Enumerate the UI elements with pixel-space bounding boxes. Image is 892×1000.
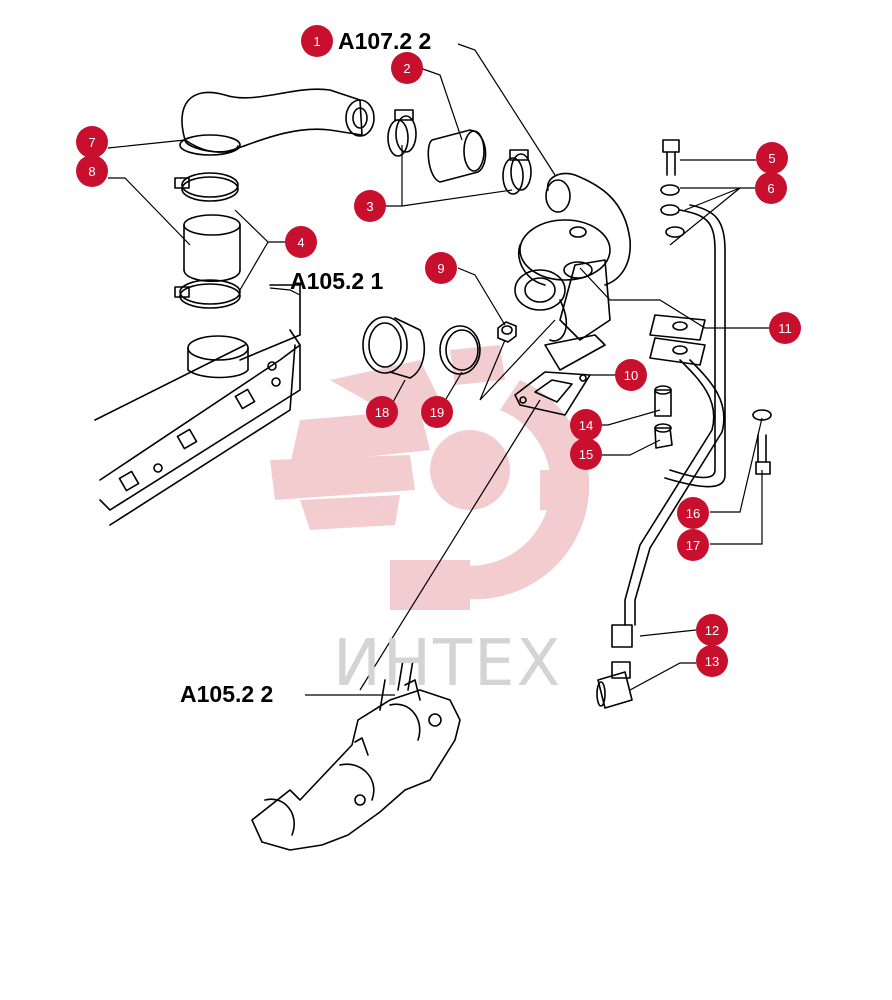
callout-8[interactable]: 8 <box>76 155 108 187</box>
oil-pipes <box>611 204 726 648</box>
reference-a105-2-second[interactable]: A105.2 2 <box>180 681 274 707</box>
callout-7[interactable]: 7 <box>76 126 108 158</box>
callout-18[interactable]: 18 <box>366 396 398 428</box>
callout-12[interactable]: 12 <box>696 614 728 646</box>
intake-manifold <box>94 284 301 526</box>
callout-2[interactable]: 2 <box>391 52 423 84</box>
elbow-hose <box>179 88 375 156</box>
callout-17[interactable]: 17 <box>677 529 709 561</box>
callout-5[interactable]: 5 <box>756 142 788 174</box>
sealing-rings <box>362 316 481 379</box>
callout-10[interactable]: 10 <box>615 359 647 391</box>
callout-3[interactable]: 3 <box>354 190 386 222</box>
reference-a105-2-first[interactable]: A105.2 1 <box>290 268 384 294</box>
watermark-text: ИНТЕХ <box>333 627 563 701</box>
callout-15[interactable]: 15 <box>570 438 602 470</box>
flange-gasket <box>514 371 591 416</box>
watermark-logo <box>270 345 590 610</box>
callout-1[interactable]: 1 <box>301 25 333 57</box>
exhaust-manifold <box>251 659 461 851</box>
coupling-sleeve <box>183 214 241 283</box>
clamp-lower <box>174 279 241 309</box>
hose-clamps <box>387 109 532 195</box>
nut <box>497 321 517 343</box>
callout-16[interactable]: 16 <box>677 497 709 529</box>
callout-6[interactable]: 6 <box>755 172 787 204</box>
hose-coupling <box>427 129 487 183</box>
callout-11[interactable]: 11 <box>769 312 801 344</box>
bolt-and-washers <box>660 139 685 238</box>
leader-lines <box>107 43 788 696</box>
elbow-fitting <box>596 661 633 709</box>
reference-a107-2[interactable]: A107.2 2 <box>338 28 432 54</box>
turbocharger <box>514 172 631 371</box>
clamp-upper <box>174 172 239 202</box>
callout-4[interactable]: 4 <box>285 226 317 258</box>
callout-13[interactable]: 13 <box>696 645 728 677</box>
callout-14[interactable]: 14 <box>570 409 602 441</box>
callout-9[interactable]: 9 <box>425 252 457 284</box>
pipe-adapters <box>654 385 673 449</box>
callout-19[interactable]: 19 <box>421 396 453 428</box>
